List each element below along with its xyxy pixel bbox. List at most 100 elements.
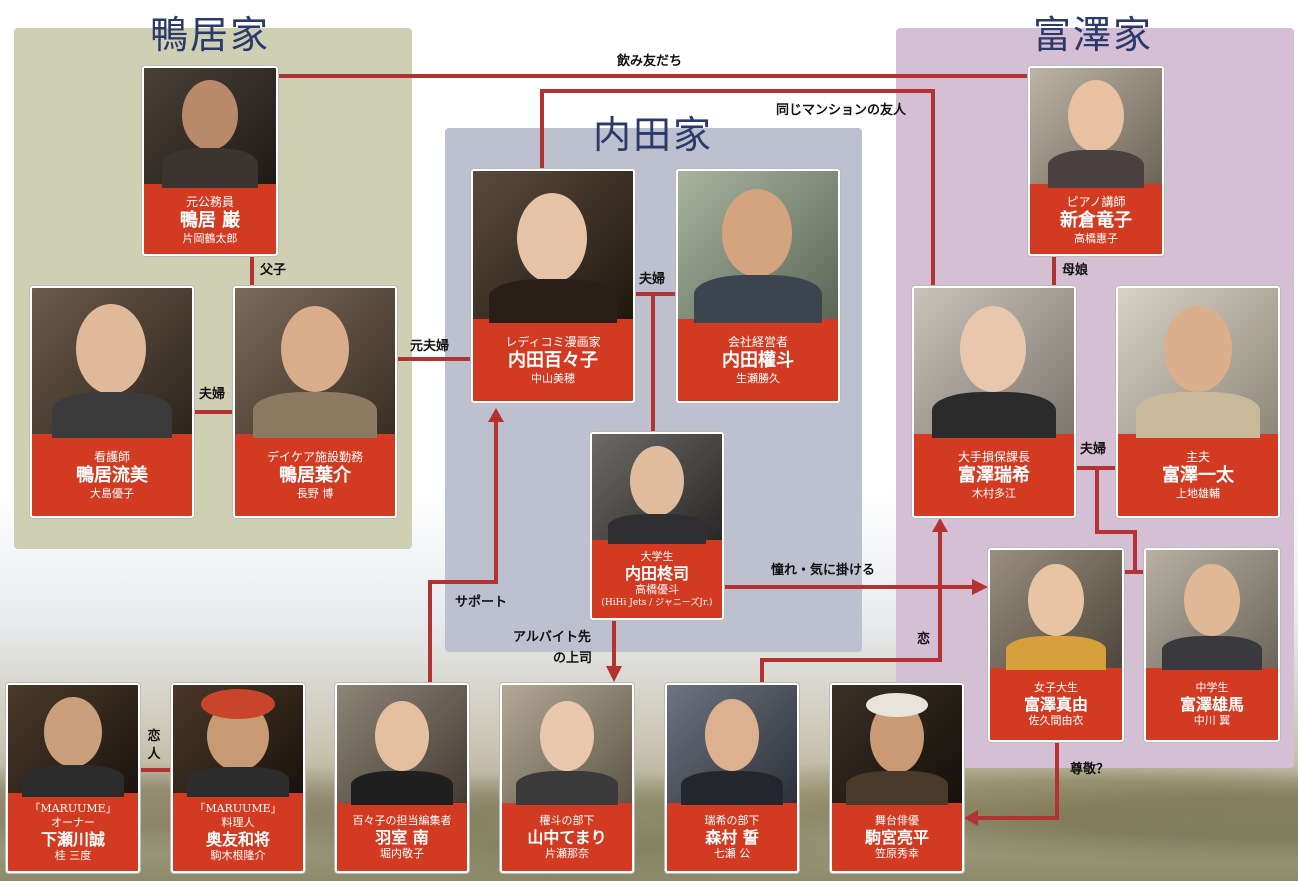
- face-momoko: [517, 193, 587, 283]
- info-yosuke: デイケア施設勤務 鴨居葉介 長野 博: [235, 434, 395, 516]
- card-momoko[interactable]: レディコミ漫画家 内田百々子 中山美穂: [471, 169, 635, 403]
- label-love: 恋: [917, 632, 931, 647]
- photo-okutomo: [173, 685, 303, 797]
- role-shuji: 大学生: [640, 549, 674, 563]
- name-momoko: 内田百々子: [508, 349, 598, 371]
- face-yuma: [1184, 564, 1240, 636]
- name-shimosegawa: 下瀬川誠: [40, 829, 105, 849]
- card-mizuki[interactable]: 大手損保課長 富澤瑞希 木村多江: [912, 286, 1076, 518]
- photo-komamiya: [832, 685, 962, 805]
- line-love-v2: [938, 530, 942, 662]
- face-mayu: [1028, 564, 1084, 636]
- body-morimura: [681, 771, 783, 805]
- name-yosuke: 鴨居葉介: [279, 464, 351, 486]
- label-part-time-boss: アルバイト先: [513, 630, 591, 645]
- arrowhead-admire: [972, 579, 988, 595]
- actor-yosuke: 長野 博: [296, 486, 334, 500]
- name-yuma: 富澤雄馬: [1179, 694, 1244, 714]
- label-mother-daughter: 母娘: [1062, 263, 1089, 278]
- card-rumi[interactable]: 看護師 鴨居流美 大島優子: [30, 286, 194, 518]
- label-support: サポート: [455, 595, 508, 610]
- role-okutomo: 「MARUUME」: [194, 801, 282, 815]
- face-hamuro: [375, 701, 429, 771]
- line-father-son: [250, 254, 254, 286]
- info-yuma: 中学生 富澤雄馬 中川 翼: [1146, 668, 1278, 740]
- body-yamanaka: [516, 771, 618, 805]
- role-momoko: レディコミ漫画家: [505, 334, 601, 349]
- actor-mayu: 佐久間由衣: [1028, 713, 1084, 727]
- label-kamoi-couple: 夫婦: [199, 387, 226, 402]
- info-iwao: 元公務員 鴨居 巌 片岡鶴太郎: [144, 186, 276, 254]
- line-support-h: [428, 580, 498, 584]
- card-mayu[interactable]: 女子大生 富澤真由 佐久間由衣: [988, 548, 1124, 742]
- label-part-time-boss-2: の上司: [553, 651, 593, 666]
- info-okutomo: 「MARUUME」 料理人 奥友和将 駒木根隆介: [173, 793, 303, 871]
- name-shuji: 内田柊司: [624, 563, 689, 583]
- photo-ryuko: [1030, 68, 1162, 188]
- actor-yuma: 中川 翼: [1193, 713, 1231, 727]
- actor-ryuko: 高橋惠子: [1074, 231, 1118, 245]
- card-yuma[interactable]: 中学生 富澤雄馬 中川 翼: [1144, 548, 1280, 742]
- role-hamuro: 百々子の担当編集者: [352, 813, 452, 827]
- actor-ichita: 上地雄輔: [1176, 486, 1220, 500]
- photo-rumi: [32, 288, 192, 438]
- face-shuji: [630, 446, 684, 516]
- actor-shimosegawa: 桂 三度: [54, 848, 92, 862]
- line-same-mansion-top: [540, 89, 935, 93]
- photo-iwao: [144, 68, 276, 188]
- label-father-son: 父子: [260, 263, 287, 278]
- photo-mayu: [990, 550, 1122, 670]
- body-okutomo: [187, 767, 289, 797]
- arrowhead-support: [488, 408, 504, 422]
- role-kento: 会社経営者: [727, 334, 788, 349]
- card-morimura[interactable]: 瑞希の部下 森村 誓 七瀬 公: [665, 683, 799, 873]
- photo-ichita: [1118, 288, 1278, 438]
- name-kento: 内田權斗: [722, 349, 794, 371]
- card-yosuke[interactable]: デイケア施設勤務 鴨居葉介 長野 博: [233, 286, 397, 518]
- label-tomizawa-couple: 夫婦: [1080, 442, 1107, 457]
- card-shimosegawa[interactable]: 「MARUUME」 オーナー 下瀬川誠 桂 三度: [6, 683, 140, 873]
- name-mayu: 富澤真由: [1023, 694, 1088, 714]
- photo-shuji: [592, 434, 722, 544]
- name-ichita: 富澤一太: [1162, 464, 1234, 486]
- card-ichita[interactable]: 主夫 富澤一太 上地雄輔: [1116, 286, 1280, 518]
- card-shuji[interactable]: 大学生 内田柊司 高橋優斗 (HiHi Jets / ジャニーズJr.): [590, 432, 724, 620]
- info-shimosegawa: 「MARUUME」 オーナー 下瀬川誠 桂 三度: [8, 793, 138, 871]
- actor-mizuki: 木村多江: [972, 486, 1016, 500]
- photo-momoko: [473, 171, 633, 323]
- photo-kento: [678, 171, 838, 323]
- card-komamiya[interactable]: 舞台俳優 駒宮亮平 笠原秀幸: [830, 683, 964, 873]
- arrowhead-love: [932, 518, 948, 532]
- card-okutomo[interactable]: 「MARUUME」 料理人 奥友和将 駒木根隆介: [171, 683, 305, 873]
- card-ryuko[interactable]: ピアノ講師 新倉竜子 高橋惠子: [1028, 66, 1164, 256]
- photo-shimosegawa: [8, 685, 138, 797]
- body-momoko: [489, 279, 617, 323]
- body-shuji: [608, 514, 706, 544]
- actor-rumi: 大島優子: [90, 486, 134, 500]
- body-komamiya: [846, 771, 948, 805]
- tomizawa-family-title: 富澤家: [1033, 13, 1154, 57]
- info-ichita: 主夫 富澤一太 上地雄輔: [1118, 434, 1278, 516]
- info-komamiya: 舞台俳優 駒宮亮平 笠原秀幸: [832, 803, 962, 871]
- card-iwao[interactable]: 元公務員 鴨居 巌 片岡鶴太郎: [142, 66, 278, 256]
- line-support-v: [428, 580, 432, 684]
- headband-komamiya: [866, 693, 928, 717]
- line-respect-v: [1055, 740, 1059, 820]
- card-kento[interactable]: 会社経営者 内田權斗 生瀬勝久: [676, 169, 840, 403]
- card-yamanaka[interactable]: 權斗の部下 山中てまり 片瀬那奈: [500, 683, 634, 873]
- role-morimura: 瑞希の部下: [704, 813, 760, 827]
- actor-momoko: 中山美穂: [531, 371, 575, 385]
- line-same-mansion-left: [540, 89, 544, 171]
- card-hamuro[interactable]: 百々子の担当編集者 羽室 南 堀内敬子: [335, 683, 469, 873]
- label-lovers: 恋人: [147, 729, 161, 762]
- face-morimura: [705, 699, 759, 771]
- photo-yosuke: [235, 288, 395, 438]
- line-mother-daughter: [1052, 254, 1056, 286]
- role-yosuke: デイケア施設勤務: [266, 449, 363, 464]
- role2-okutomo: 料理人: [221, 815, 255, 829]
- name-morimura: 森村 誓: [705, 827, 759, 847]
- line-drinking-friends: [276, 74, 1028, 78]
- face-ichita: [1164, 306, 1232, 392]
- label-drinking-friends: 飲み友だち: [617, 54, 683, 69]
- arrowhead-respect: [964, 810, 978, 826]
